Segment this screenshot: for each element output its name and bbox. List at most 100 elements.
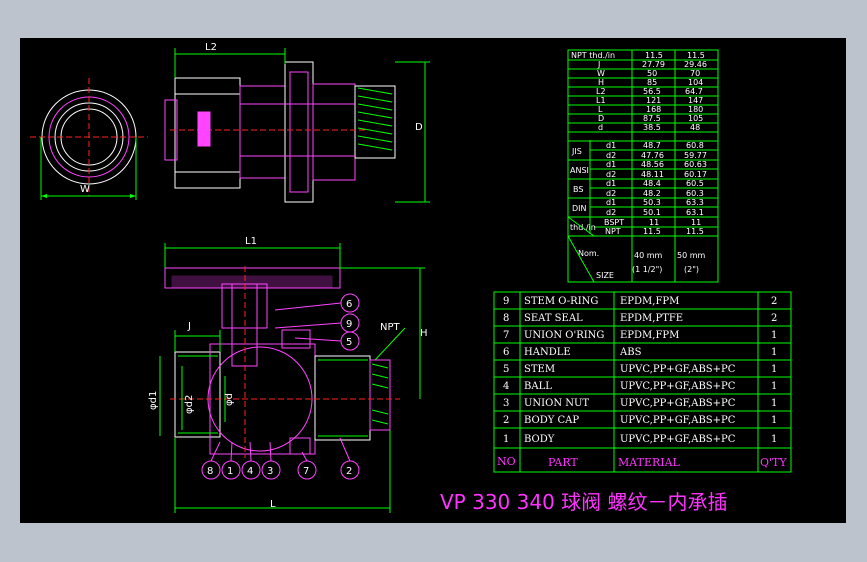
callout-5: 5 [346, 337, 352, 348]
thread-bspt-c2: 11 [691, 218, 701, 227]
part-material: EPDM,FPM [620, 330, 679, 341]
part-no: 1 [503, 434, 509, 445]
size-row-c2: 147 [688, 96, 703, 105]
size-group-sub: d2 [606, 170, 616, 179]
part-qty: 1 [771, 364, 777, 375]
size-group-name: DIN [572, 204, 587, 213]
size-group-sub: d2 [606, 151, 616, 160]
thread-bspt-c1: 11 [649, 218, 659, 227]
size-row-label: L [598, 105, 603, 114]
size-row-label: L1 [596, 96, 606, 105]
cad-drawing-area: W L2 D [20, 38, 846, 523]
size-row-c2: 70 [690, 69, 700, 78]
part-name: HANDLE [524, 347, 571, 358]
size-group-c2: 59.77 [684, 151, 707, 160]
dim-label-d1: φd1 [148, 391, 159, 410]
size-row-c2: 105 [688, 114, 703, 123]
size-row-label: d [598, 123, 603, 132]
part-qty: 1 [771, 330, 777, 341]
dim-label-d: φd [224, 393, 235, 406]
callout-8: 8 [207, 466, 213, 477]
size-group-sub: d2 [606, 208, 616, 217]
parts-table-text: 9 STEM O-RING EPDM,FPM 2 8 SEAT SEAL EPD… [497, 296, 787, 469]
part-name: SEAT SEAL [524, 313, 583, 324]
size-group-sub: d1 [606, 198, 616, 207]
part-material: UPVC,PP+GF,ABS+PC [620, 381, 736, 392]
part-material: EPDM,PTFE [620, 313, 683, 324]
dim-label-npt: NPT [380, 322, 401, 333]
size-row-c1: 27.79 [642, 60, 665, 69]
size-group-c2: 60.8 [686, 141, 704, 150]
section-hatch [178, 355, 389, 437]
callout-6: 6 [346, 299, 352, 310]
size-group-c1: 50.1 [643, 208, 661, 217]
nom-c2a: 50 mm [677, 251, 706, 260]
part-no: 6 [503, 347, 509, 358]
size-group-c2: 60.17 [684, 170, 707, 179]
part-qty: 2 [771, 313, 777, 324]
part-no: 4 [503, 381, 509, 392]
parts-header-part: PART [548, 456, 578, 469]
part-name: STEM [524, 364, 555, 375]
dim-label-h: H [420, 328, 428, 339]
nom-diagonal [567, 235, 595, 283]
callout-balloons [201, 293, 360, 480]
top-view-dims [174, 48, 430, 203]
nom-c1a: 40 mm [634, 251, 663, 260]
thread-npt: NPT [605, 227, 621, 236]
size-row-c2: 48 [690, 123, 700, 132]
parts-table [493, 291, 792, 473]
callout-2: 2 [346, 466, 352, 477]
callout-3: 3 [267, 466, 273, 477]
size-row-c2: 180 [688, 105, 703, 114]
size-row-c2: 64.7 [685, 87, 703, 96]
part-qty: 2 [771, 296, 777, 307]
size-row-c1: 87.5 [643, 114, 661, 123]
dim-label-d2: φd2 [184, 395, 195, 414]
size-group-c2: 60.3 [686, 189, 704, 198]
section-view [164, 266, 400, 458]
size-row-c1: 168 [646, 105, 661, 114]
size-row-c1: 56.5 [643, 87, 661, 96]
size-row-label: J [597, 60, 600, 69]
size-group-name: BS [573, 185, 583, 194]
part-qty: 1 [771, 398, 777, 409]
size-group-name: JIS [571, 147, 582, 156]
section-dims [159, 243, 425, 513]
part-no: 5 [503, 364, 509, 375]
size-table [567, 49, 719, 283]
cad-drawing: W L2 D [30, 42, 792, 514]
part-name: BALL [524, 381, 552, 392]
size-table-text: NPT thd./in 11.5 11.5 J 27.79 29.46 W 50… [570, 51, 707, 280]
part-qty: 1 [771, 347, 777, 358]
size-group-c2: 60.5 [686, 179, 704, 188]
nom-c2b: (2") [684, 265, 699, 274]
part-name: UNION NUT [524, 398, 589, 409]
callout-9: 9 [346, 319, 352, 330]
size-group-c1: 48.4 [643, 179, 661, 188]
size-group-sub: d1 [606, 141, 616, 150]
thread-bspt: BSPT [604, 218, 624, 227]
size-row-label: H [598, 78, 604, 87]
size-group-c2: 63.1 [686, 208, 704, 217]
part-material: UPVC,PP+GF,ABS+PC [620, 364, 736, 375]
size-group-sub: d1 [606, 160, 616, 169]
callout-4: 4 [247, 466, 253, 477]
size-group-c1: 48.11 [641, 170, 664, 179]
thread-hatch [357, 87, 393, 151]
size-row-label: L2 [596, 87, 606, 96]
part-name: BODY [524, 434, 555, 445]
size-group-c1: 48.7 [643, 141, 661, 150]
size-group-c1: 50.3 [643, 198, 661, 207]
part-name: BODY CAP [524, 415, 579, 426]
callout-1: 1 [227, 466, 233, 477]
parts-header-qty: Q'TY [760, 456, 787, 469]
part-qty: 1 [771, 381, 777, 392]
size-row-c2: 104 [688, 78, 703, 87]
size-row-c1: 38.5 [643, 123, 661, 132]
size-row-label: W [597, 69, 605, 78]
part-material: UPVC,PP+GF,ABS+PC [620, 434, 736, 445]
part-no: 2 [503, 415, 509, 426]
size-group-name: ANSI [570, 166, 589, 175]
part-qty: 1 [771, 434, 777, 445]
